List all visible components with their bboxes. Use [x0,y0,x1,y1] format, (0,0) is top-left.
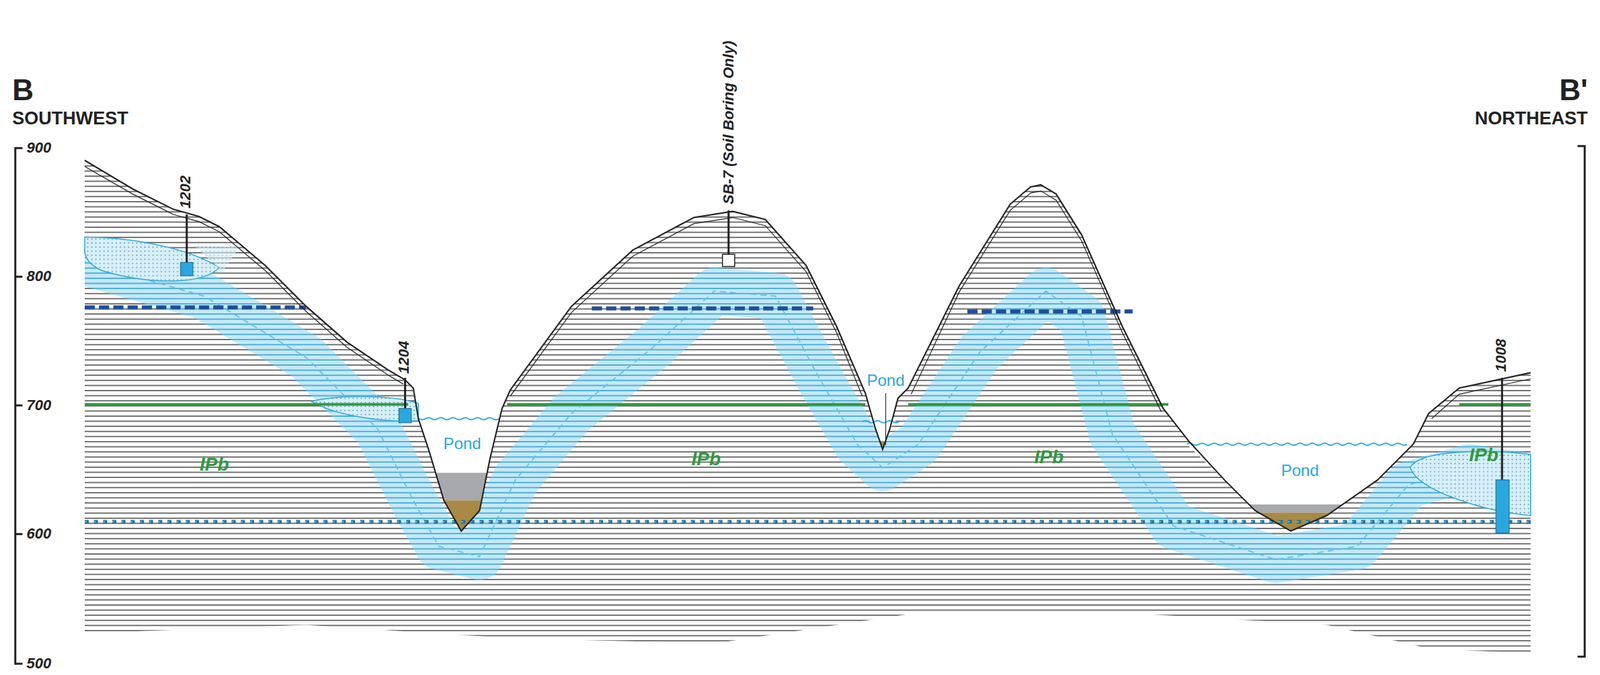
pond-label: Pond [1281,462,1319,479]
direction-label: NORTHEAST [1474,109,1588,128]
section-end-label: B [12,75,34,105]
soil-layer [84,166,1531,419]
unit-label: IPb [199,455,230,474]
elevation-value: 600 [26,526,52,542]
elevation-value: 900 [26,140,52,156]
boring-id: SB-7 (Soil Boring Only) [721,40,737,204]
well [180,210,1510,534]
elevation-lines [84,307,1531,522]
elevation-value: 800 [26,268,52,284]
direction-label: SOUTHWEST [12,109,129,128]
elevation-axis [15,145,1585,664]
well-id: 1204 [396,340,412,374]
saturated-zone [61,255,1551,560]
well-id: 1008 [1493,338,1509,372]
elevation-value: 500 [26,656,52,671]
bedrock-hatch [84,160,1531,654]
elevation-value: 700 [26,397,52,413]
unit-label: IPb [1468,445,1499,465]
sand-lens [84,236,1531,516]
ground-surface [84,160,1531,531]
pond-label: Pond [443,435,482,452]
well-id: 1202 [178,175,193,209]
pond-label: Pond [866,372,905,389]
unit-label: IPb [1034,447,1065,467]
unit-label: IPb [691,449,722,469]
leader-line [885,393,887,446]
section-end-label: B' [1559,75,1588,105]
